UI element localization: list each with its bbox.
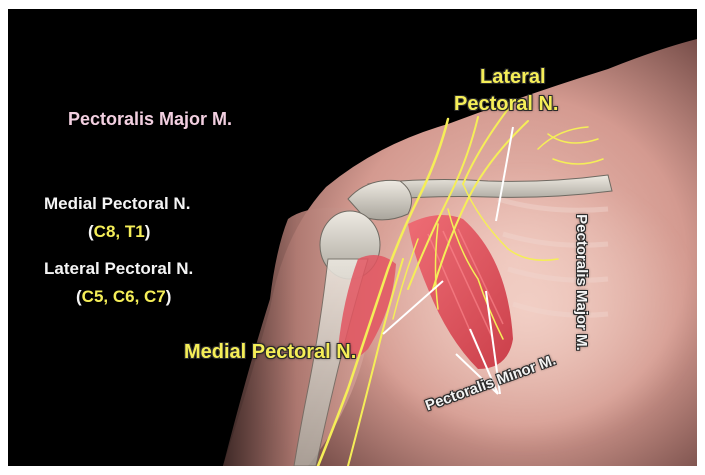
lateral-pectoral-nerve-label: Lateral Pectoral N. bbox=[44, 260, 193, 277]
lateral-callout-line2: Pectoral N. bbox=[454, 94, 558, 114]
anatomy-slide: Pectoralis Major M. Medial Pectoral N. (… bbox=[8, 9, 697, 466]
medial-roots-close: ) bbox=[145, 222, 151, 241]
lateral-roots-row: (C5, C6, C7) bbox=[76, 288, 171, 305]
pectoralis-major-vertical-label: Pectoralis Major M. bbox=[574, 214, 589, 351]
medial-pectoral-nerve-label: Medial Pectoral N. bbox=[44, 195, 190, 212]
lateral-roots-value: C5, C6, C7 bbox=[82, 287, 166, 306]
lateral-roots-close: ) bbox=[166, 287, 172, 306]
pectoralis-major-title: Pectoralis Major M. bbox=[68, 110, 232, 128]
medial-callout: Medial Pectoral N. bbox=[184, 342, 356, 362]
lateral-callout-line1: Lateral bbox=[480, 67, 546, 87]
medial-roots-value: C8, T1 bbox=[94, 222, 145, 241]
medial-roots-row: (C8, T1) bbox=[88, 223, 150, 240]
